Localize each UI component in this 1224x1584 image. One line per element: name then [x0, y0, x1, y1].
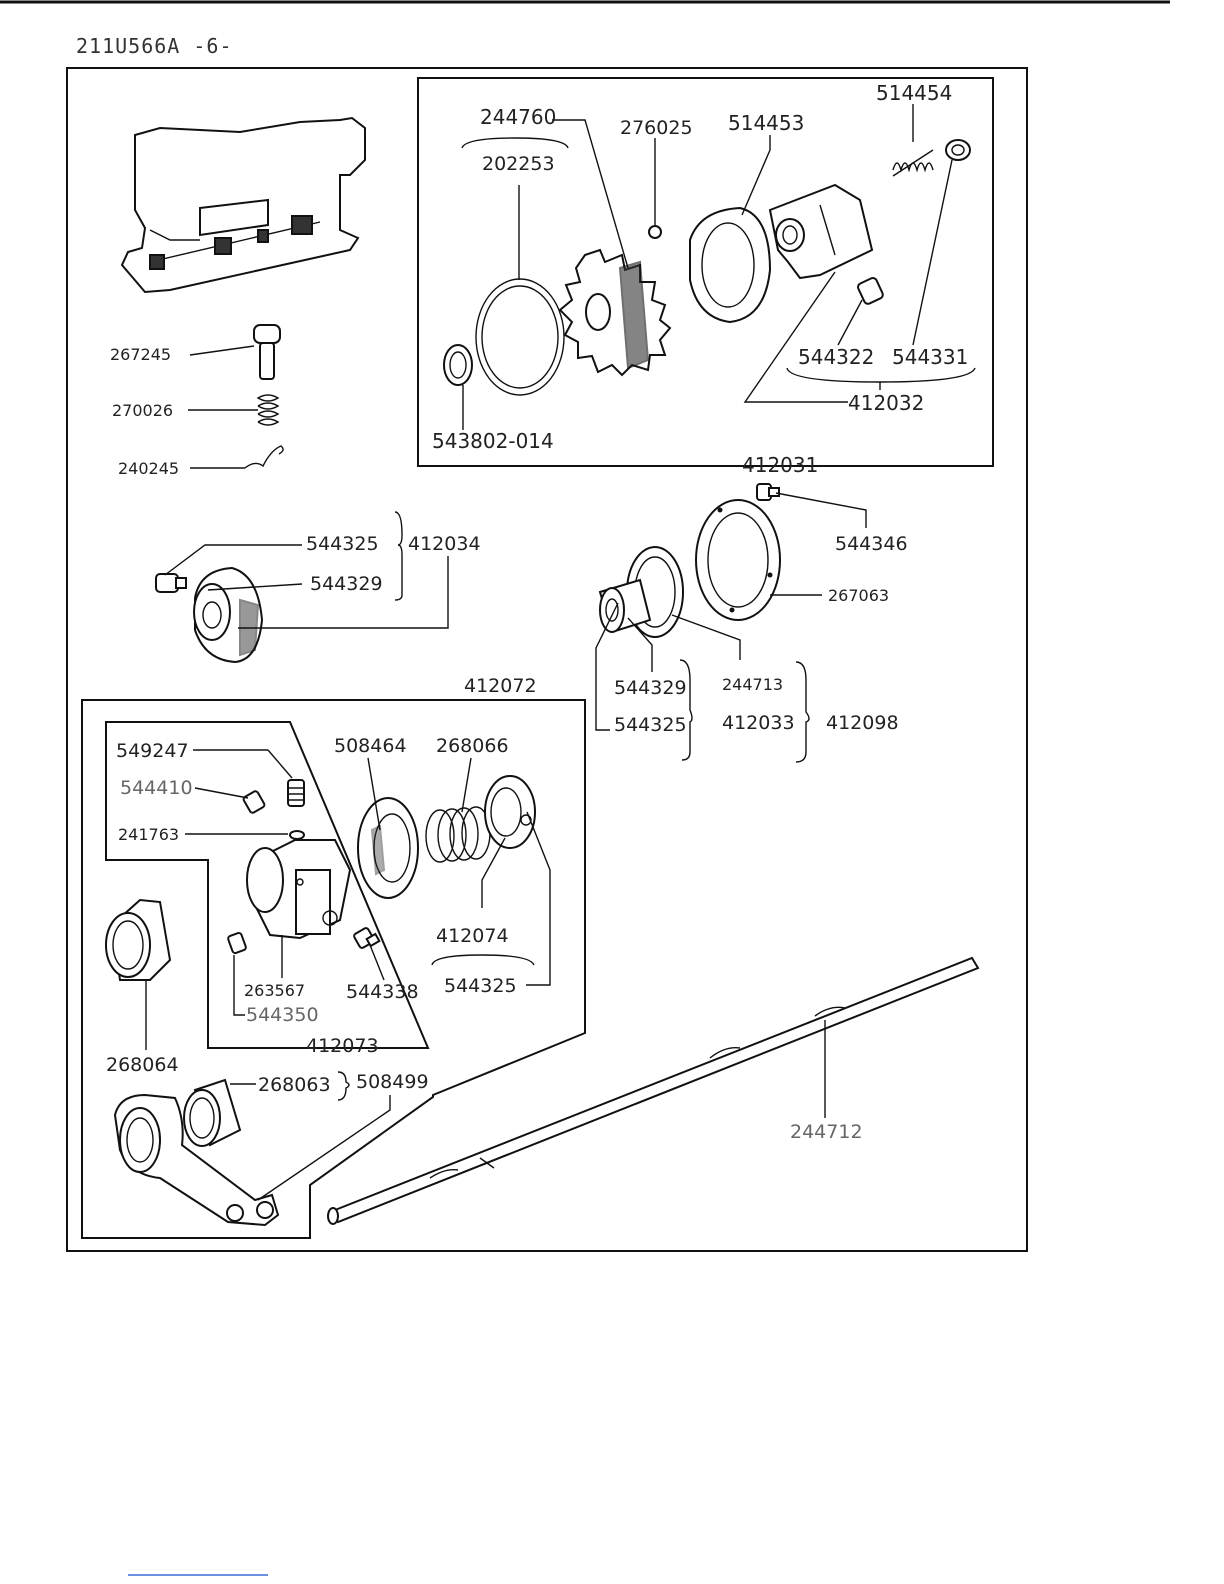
- label-244760: 244760: [480, 105, 556, 129]
- label-267063: 267063: [828, 586, 889, 605]
- label-508464: 508464: [334, 735, 407, 757]
- label-412033: 412033: [722, 712, 795, 734]
- label-412032: 412032: [848, 391, 924, 415]
- label-412031: 412031: [742, 453, 818, 477]
- label-412098: 412098: [826, 712, 899, 734]
- label-514454: 514454: [876, 81, 952, 105]
- label-412074: 412074: [436, 925, 509, 947]
- label-268063: 268063: [258, 1074, 331, 1096]
- label-544329-b: 544329: [614, 677, 687, 699]
- label-268066: 268066: [436, 735, 509, 757]
- label-544329-a: 544329: [310, 573, 383, 595]
- label-244712: 244712: [790, 1121, 863, 1143]
- label-267245: 267245: [110, 345, 171, 364]
- label-508499: 508499: [356, 1071, 429, 1093]
- label-544322: 544322: [798, 345, 874, 369]
- label-543802-014: 543802-014: [432, 429, 554, 453]
- label-244713: 244713: [722, 675, 783, 694]
- label-549247: 549247: [116, 740, 189, 762]
- label-544338: 544338: [346, 981, 419, 1003]
- label-544410: 544410: [120, 777, 193, 799]
- label-241763: 241763: [118, 825, 179, 844]
- label-268064: 268064: [106, 1054, 179, 1076]
- label-270026: 270026: [112, 401, 173, 420]
- label-544331: 544331: [892, 345, 968, 369]
- label-544346: 544346: [835, 533, 908, 555]
- label-202253: 202253: [482, 153, 555, 175]
- label-240245: 240245: [118, 459, 179, 478]
- label-263567: 263567: [244, 981, 305, 1000]
- label-514453: 514453: [728, 111, 804, 135]
- label-544325-b: 544325: [614, 714, 687, 736]
- label-412034: 412034: [408, 533, 481, 555]
- label-544325-a: 544325: [306, 533, 379, 555]
- label-544325-c: 544325: [444, 975, 517, 997]
- label-412072: 412072: [464, 675, 537, 697]
- label-276025: 276025: [620, 117, 693, 139]
- label-412073: 412073: [306, 1035, 379, 1057]
- label-544350: 544350: [246, 1004, 319, 1026]
